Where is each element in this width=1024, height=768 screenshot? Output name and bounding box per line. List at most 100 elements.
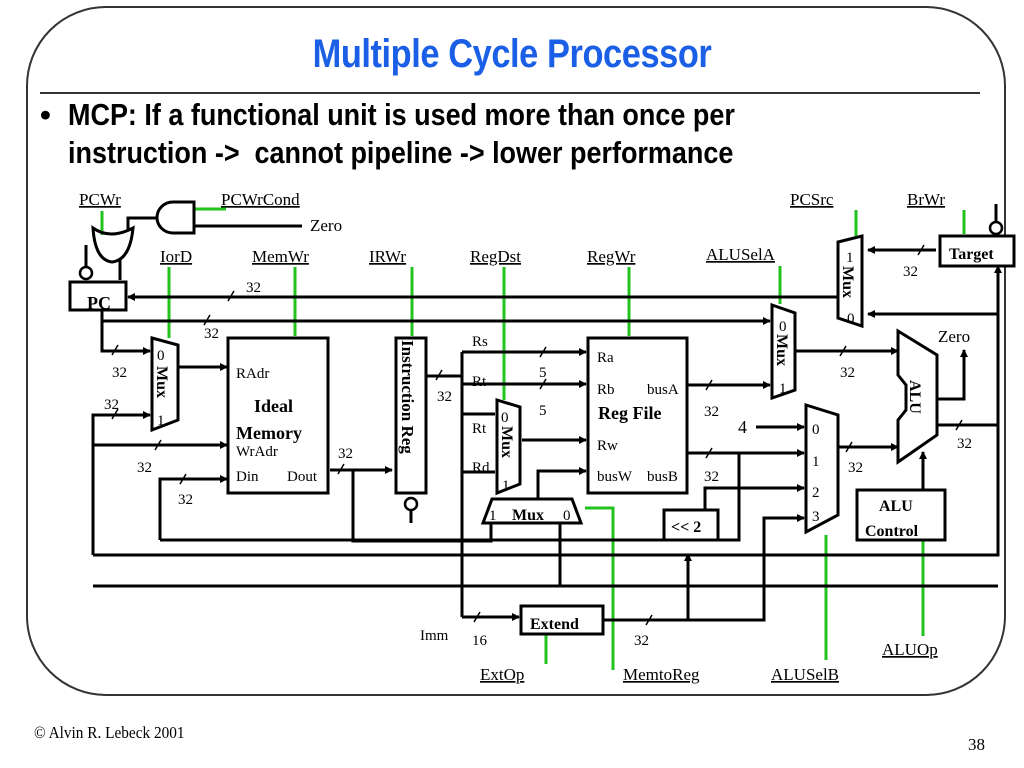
mux-pcsrc-in1: 1 <box>846 250 854 266</box>
mux-pcsrc-in0: 0 <box>847 311 855 327</box>
rf-busa-label: busA <box>647 382 679 398</box>
width-imm: 16 <box>472 633 488 649</box>
target-label: Target <box>949 246 994 263</box>
rf-ra-label: Ra <box>597 350 614 366</box>
signal-pcwr: PCWr <box>79 190 121 209</box>
mux-aluselb-in2: 2 <box>812 485 820 501</box>
mux-iord: 0 Mux 1 <box>150 336 180 433</box>
alu-label: ALU <box>906 380 923 414</box>
signal-aluop: ALUOp <box>882 640 938 659</box>
shift-label: << 2 <box>671 519 701 536</box>
rt2-label: Rt <box>472 421 487 437</box>
alu-control-title-1: ALU <box>879 498 913 515</box>
mux-alusela: 0 Mux 1 <box>770 302 797 401</box>
signal-memtoreg: MemtoReg <box>623 665 700 684</box>
width-pc-out: 32 <box>204 326 219 342</box>
width-alu-a: 32 <box>840 365 855 381</box>
mux-aluselb-in0: 0 <box>812 422 820 438</box>
bullet-text-line2: instruction -> cannot pipeline -> lower … <box>68 135 734 170</box>
mux-memtoreg-label: Mux <box>512 507 544 524</box>
width-busa: 32 <box>704 404 719 420</box>
or-gate <box>91 216 157 280</box>
signal-memwr: MemWr <box>252 247 309 266</box>
width-rt: 5 <box>539 403 547 419</box>
bus-width-ticks <box>111 244 963 626</box>
instruction-reg-label: Instruction Reg <box>398 340 417 454</box>
imm-label: Imm <box>420 628 449 644</box>
signal-pcsrc: PCSrc <box>790 190 834 209</box>
rt-label: Rt <box>472 374 487 390</box>
mux-alusela-in0: 0 <box>779 319 787 335</box>
title-divider <box>40 92 980 94</box>
page-number: 38 <box>968 735 985 754</box>
extend-label: Extend <box>530 616 579 633</box>
rf-busw-label: busW <box>597 469 633 485</box>
signal-aluselb: ALUSelB <box>771 665 839 684</box>
mux-regdst: 0 Mux 1 <box>495 397 522 496</box>
mux-alusela-label: Mux <box>773 334 790 366</box>
mux-aluselb-in1: 1 <box>812 454 820 470</box>
footer-copyright: © Alvin R. Lebeck 2001 <box>34 723 185 742</box>
signal-regwr: RegWr <box>587 247 636 266</box>
bullet-icon: • <box>40 97 51 132</box>
signal-extop: ExtOp <box>480 665 524 684</box>
mux-aluselb-in3: 3 <box>812 509 820 525</box>
register-file: Ra Rb busA Reg File Rw busW busB <box>586 336 689 495</box>
zero-input-label: Zero <box>310 216 342 235</box>
rf-rb-label: Rb <box>597 382 615 398</box>
signal-alusela: ALUSelA <box>706 245 776 264</box>
mux-regdst-in0: 0 <box>501 410 509 426</box>
signal-brwr: BrWr <box>907 190 945 209</box>
width-din: 32 <box>178 492 193 508</box>
mem-radr-label: RAdr <box>236 366 269 382</box>
target-register: Target <box>938 234 1016 268</box>
rf-busb-label: busB <box>647 469 678 485</box>
slide-title: Multiple Cycle Processor <box>312 32 712 76</box>
mux-aluselb: 0 1 2 3 <box>804 402 840 535</box>
signal-pcwrcond: PCWrCond <box>221 190 300 209</box>
signal-irwr: IRWr <box>369 247 406 266</box>
slide-frame <box>26 6 1006 696</box>
pc-label: PC <box>87 293 111 313</box>
mux-memtoreg-in1: 1 <box>489 508 497 524</box>
signal-regdst: RegDst <box>470 247 521 266</box>
datapath-wires <box>91 204 1002 622</box>
mux-pcsrc: 1 Mux 0 <box>836 234 864 329</box>
width-extend-out: 32 <box>634 633 649 649</box>
width-busb: 32 <box>704 469 719 485</box>
width-mux1-in0: 32 <box>112 365 127 381</box>
mux-pcsrc-label: Mux <box>839 266 856 298</box>
signal-iord: IorD <box>160 247 192 266</box>
constant-four: 4 <box>738 417 747 437</box>
mux-alusela-in1: 1 <box>779 381 787 397</box>
alu-control: ALU Control <box>855 488 947 542</box>
width-alu-b: 32 <box>848 460 863 476</box>
instruction-register: Instruction Reg <box>394 336 428 523</box>
mem-din-label: Din <box>236 469 259 485</box>
mem-wradr-label: WrAdr <box>236 444 278 460</box>
pc-register: PC <box>68 245 128 313</box>
width-mux1-in1: 32 <box>104 397 119 413</box>
memory-title-2: Memory <box>236 423 302 443</box>
mux-iord-in0: 0 <box>157 348 165 364</box>
mux-iord-in1: 1 <box>157 413 165 429</box>
width-wradr: 32 <box>137 460 152 476</box>
alu-zero-label: Zero <box>938 327 970 346</box>
width-dout: 32 <box>338 446 353 462</box>
mux-memtoreg: 1 Mux 0 <box>480 497 584 525</box>
mem-dout-label: Dout <box>287 469 318 485</box>
width-alu-out: 32 <box>957 436 972 452</box>
rd-label: Rd <box>472 460 490 476</box>
alu: ALU <box>896 328 939 465</box>
width-ir-out: 32 <box>437 389 452 405</box>
mux-regdst-in1: 1 <box>502 478 510 494</box>
shift-left-2: << 2 <box>662 508 720 542</box>
mux-memtoreg-in0: 0 <box>563 508 571 524</box>
mux-iord-label: Mux <box>153 366 170 398</box>
mux-regdst-label: Mux <box>498 426 515 458</box>
sign-extend: Extend <box>519 604 605 636</box>
and-gate <box>155 200 302 235</box>
memory-title-1: Ideal <box>254 396 293 416</box>
rf-rw-label: Rw <box>597 438 618 454</box>
